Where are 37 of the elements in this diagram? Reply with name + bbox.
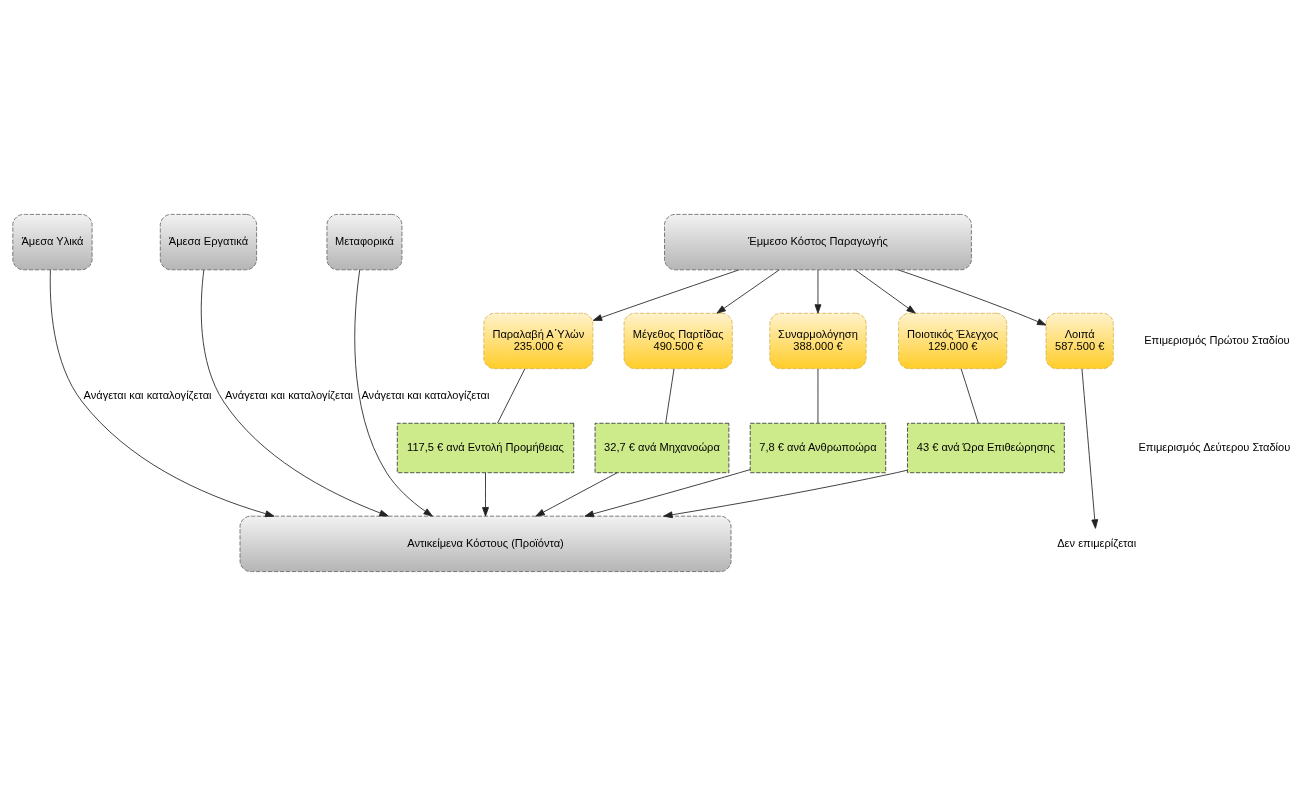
arrow xyxy=(49,268,275,517)
arrow xyxy=(1081,368,1099,529)
arrow xyxy=(855,269,916,314)
node-box: Μέγεθος Παρτίδας 490.500 € xyxy=(623,312,733,369)
edge-label: Ανάγεται και καταλογίζεται xyxy=(83,388,212,401)
node-box: 32,7 € ανά Μηχανοώρα xyxy=(594,422,730,473)
node-box: Αντικείμενα Κόστους (Προϊόντα) xyxy=(239,515,732,572)
node-box: 7,8 € ανά Ανθρωποώρα xyxy=(749,422,887,473)
arrow xyxy=(200,269,389,517)
node-box: 117,5 € ανά Εντολή Προμήθειας xyxy=(396,422,575,473)
node-box: Έμμεσο Κόστος Παραγωγής xyxy=(664,213,972,270)
node-box: Παραλαβή Α΄Υλών 235.000 € xyxy=(483,312,594,369)
arrow xyxy=(482,471,489,516)
arrow xyxy=(354,268,433,517)
node-text: Δεν επιμερίζεται xyxy=(1057,536,1137,549)
node-box: 43 € ανά Ώρα Επιθεώρησης xyxy=(907,422,1065,473)
edge-label: Ανάγεται και καταλογίζεται xyxy=(361,388,490,401)
label: Επιμερισμός Δεύτερου Σταδίου xyxy=(1138,440,1291,453)
edge-label: Ανάγεται και καταλογίζεται xyxy=(225,388,354,401)
arrow xyxy=(897,268,1047,325)
node-box: Μεταφορικά xyxy=(326,213,403,270)
connector xyxy=(665,368,675,423)
arrow xyxy=(535,471,618,517)
arrow xyxy=(592,268,740,321)
node-box: Άμεσα Υλικά xyxy=(12,213,93,270)
connector xyxy=(497,368,526,423)
arrow xyxy=(716,269,780,314)
node-box: Συναρμολόγηση 388.000 € xyxy=(769,312,867,369)
label: Επιμερισμός Πρώτου Σταδίου xyxy=(1144,333,1290,346)
node-box: Λοιπά 587.500 € xyxy=(1045,312,1114,369)
arrow xyxy=(814,269,822,314)
connector xyxy=(817,368,819,423)
arrow xyxy=(584,468,751,517)
arrow xyxy=(663,469,908,518)
node-box: Άμεσα Εργατικά xyxy=(159,213,258,270)
connector xyxy=(960,368,979,423)
node-box: Ποιοτικός Έλεγχος 129.000 € xyxy=(898,312,1008,369)
